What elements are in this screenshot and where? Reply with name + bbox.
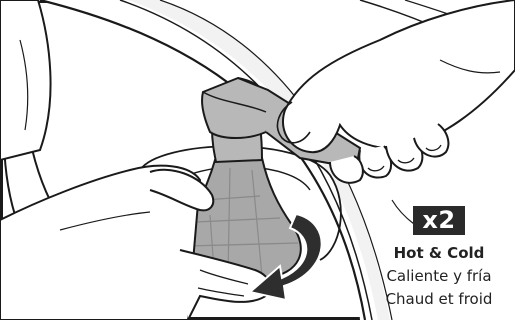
caption-french: Chaud et froid: [368, 288, 510, 311]
upper-left-arm: [0, 0, 51, 160]
caption-english: Hot & Cold: [368, 242, 510, 265]
quantity-badge: x2: [413, 206, 464, 235]
caption-spanish: Caliente y fría: [368, 265, 510, 288]
instruction-caption: x2 Hot & Cold Caliente y fría Chaud et f…: [368, 206, 510, 311]
left-upper-arm: [0, 0, 51, 160]
